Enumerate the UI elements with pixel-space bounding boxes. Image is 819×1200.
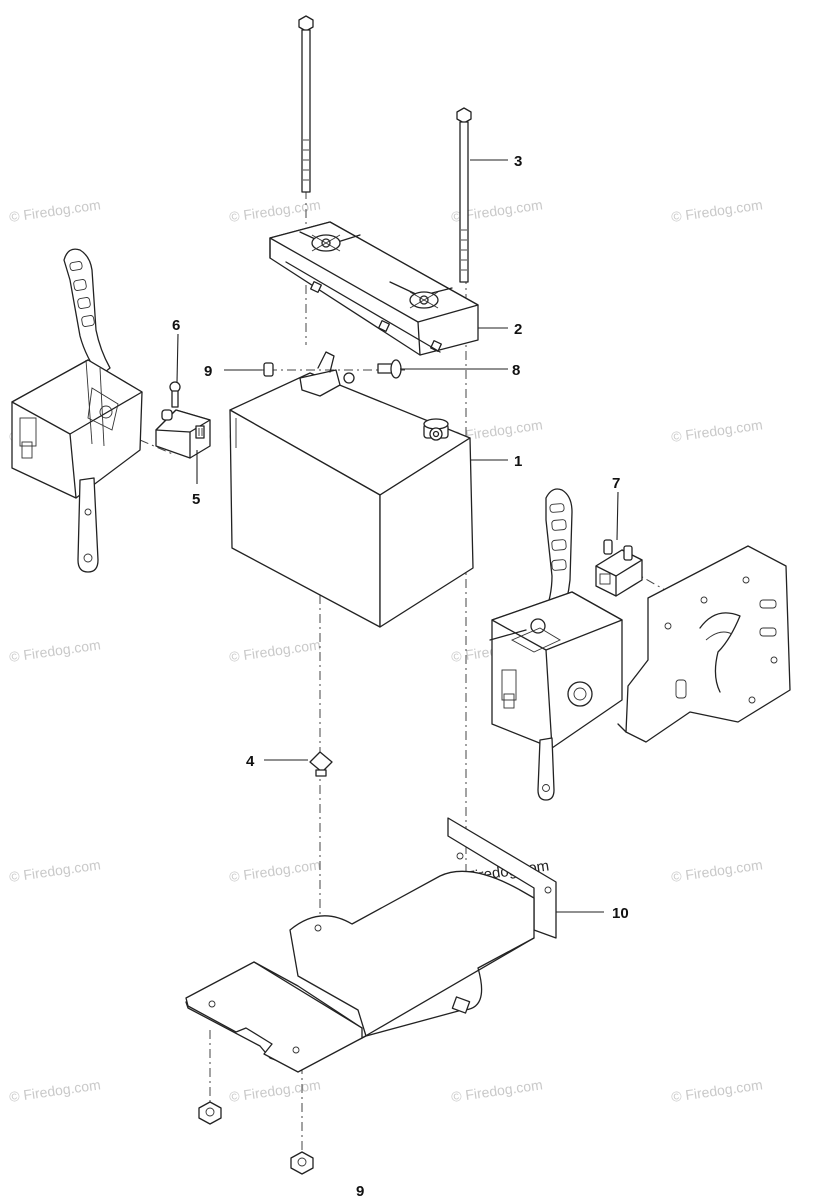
part-1-battery [229,351,474,628]
part-10-battery-tray [185,817,557,1073]
callout-4: 4 [246,753,255,770]
callout-leaders [176,159,619,913]
callout-9: 9 [204,363,212,380]
right-lever-assembly [489,488,623,801]
watermark: © Firedog.com [8,1076,101,1105]
part-3-bolts [298,15,472,283]
part-2-battery-hold-down [269,221,479,356]
watermark: © Firedog.com [228,636,321,665]
part-5-interlock-switch [155,409,211,459]
part-9-flange-nut-lower-center [290,1151,314,1175]
watermark: © Firedog.com [8,856,101,885]
watermark: © Firedog.com [670,1076,763,1105]
watermark: © Firedog.com [8,196,101,225]
callout-labels: 3 2 6 9 8 1 5 7 4 10 9 [172,153,629,1200]
watermark: © Firedog.com [8,636,101,665]
watermark: © Firedog.com [670,416,763,445]
callout-3: 3 [514,153,522,170]
callout-10: 10 [612,905,629,922]
part-6-screw [169,381,181,408]
part-4-clip-nut [309,751,333,777]
callout-6: 6 [172,317,180,334]
part-7-switch-connector [595,539,643,597]
part-9-terminal-nut [263,362,274,377]
callout-5: 5 [192,491,200,508]
watermark: © Firedog.com [670,196,763,225]
callout-7: 7 [612,475,620,492]
watermark: © Firedog.com [228,196,321,225]
watermark: © Firedog.com [228,1076,321,1105]
part-9-flange-nut-lower-left [198,1101,222,1125]
watermark: © Firedog.com [450,1076,543,1105]
watermark: © Firedog.com [228,856,321,885]
left-lever-assembly [11,248,143,573]
callout-1: 1 [514,453,522,470]
callout-2: 2 [514,321,522,338]
callout-8: 8 [512,362,520,379]
callout-9-bottom: 9 [356,1183,364,1200]
part-8-terminal-bolt [377,359,402,379]
watermark: © Firedog.com [670,856,763,885]
right-mounting-bracket [617,545,791,743]
